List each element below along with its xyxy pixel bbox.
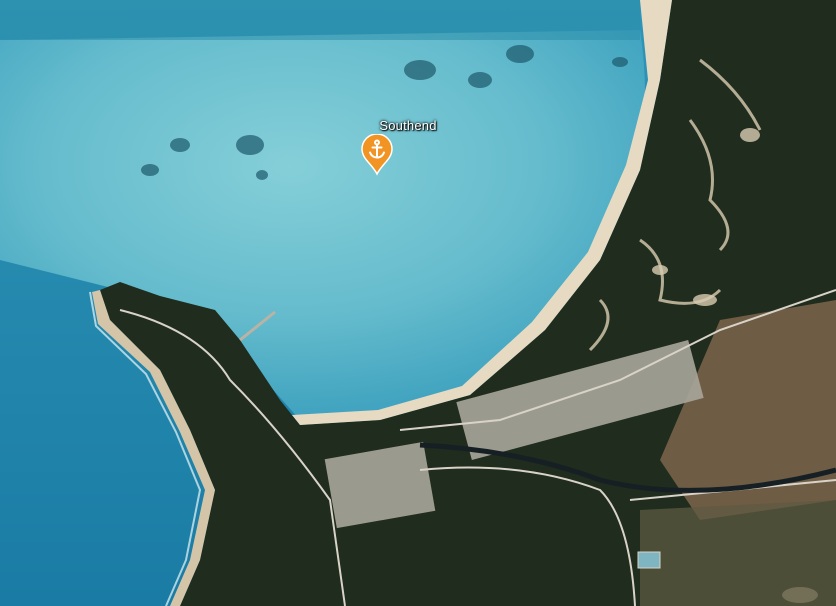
anchor-marker[interactable]: [360, 134, 394, 176]
roads: [119, 289, 836, 606]
bay-shallows: [0, 30, 645, 420]
farmland: [660, 300, 836, 520]
image-seam: [0, 0, 640, 40]
pond: [637, 551, 661, 569]
farmland-south: [640, 500, 836, 606]
breakwater: [239, 310, 276, 342]
point-shore: [92, 290, 215, 606]
land-east: [100, 0, 836, 606]
anchor-icon: [369, 139, 385, 159]
creek: [419, 442, 836, 493]
surf: [89, 291, 202, 606]
seagrass-patches: [141, 45, 628, 180]
